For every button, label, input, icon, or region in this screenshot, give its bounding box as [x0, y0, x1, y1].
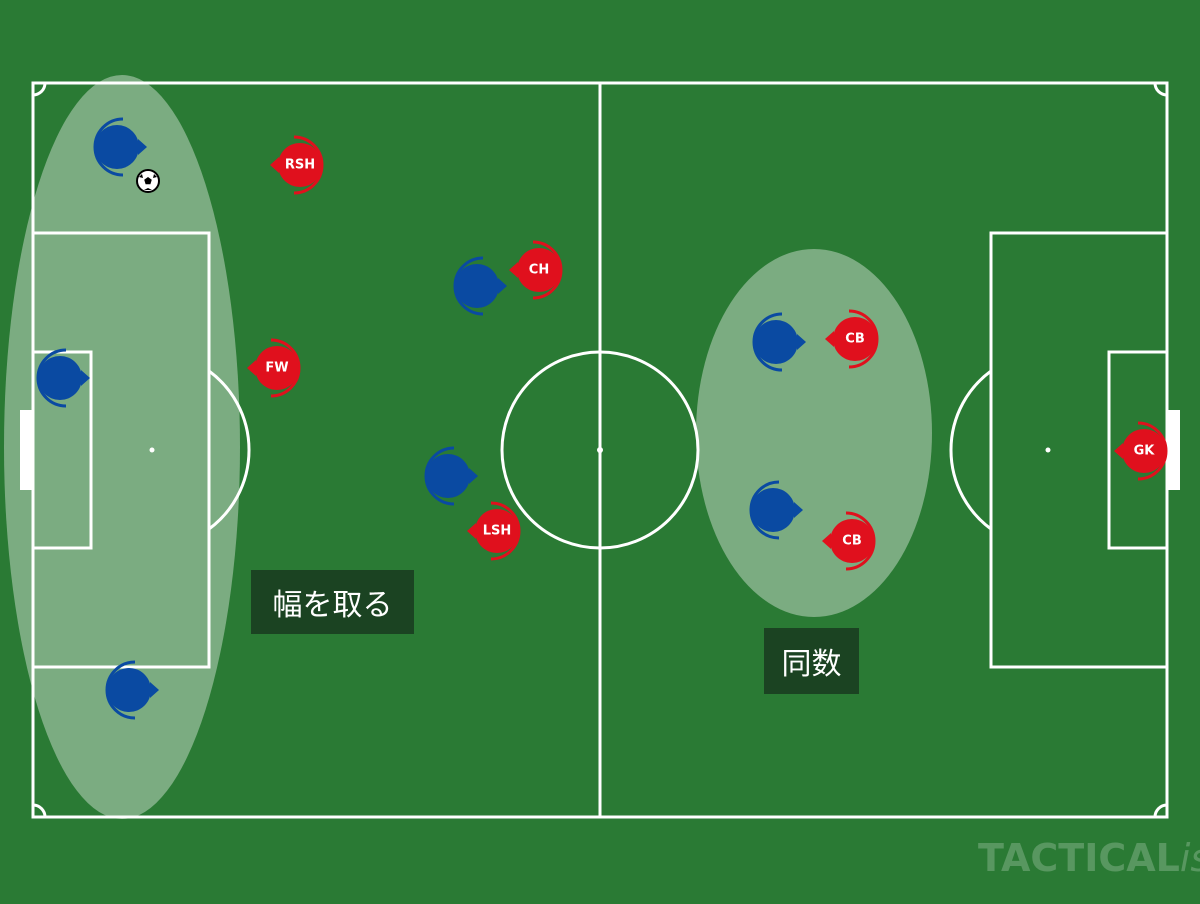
blue-player-b2 — [36, 348, 90, 408]
player-body — [426, 454, 470, 498]
left-penalty-spot — [149, 447, 155, 453]
player-position-label: GK — [1134, 444, 1156, 459]
red-player-gk: GK — [1114, 421, 1168, 481]
direction-arrow-icon — [469, 468, 478, 484]
player-position-label: LSH — [483, 524, 512, 539]
player-body — [278, 143, 322, 187]
corner-arc-bottom-left — [32, 803, 47, 818]
red-team: RSH CH FW LSH CB CB GK — [247, 135, 1168, 571]
blue-player-b4 — [453, 256, 507, 316]
corner-arc-bottom-right — [1153, 803, 1168, 818]
direction-arrow-icon — [822, 533, 831, 549]
player-body — [1122, 429, 1166, 473]
width-label: 幅を取る — [251, 570, 414, 634]
red-player-lsh: LSH — [467, 501, 521, 561]
direction-arrow-icon — [509, 262, 518, 278]
player-body — [455, 264, 499, 308]
direction-arrow-icon — [825, 331, 834, 347]
direction-arrow-icon — [498, 278, 507, 294]
red-player-fw: FW — [247, 338, 301, 398]
red-player-cb1: CB — [825, 309, 879, 369]
player-body — [95, 125, 139, 169]
direction-arrow-icon — [247, 360, 256, 376]
corner-arc-top-left — [32, 82, 47, 97]
player-body — [751, 488, 795, 532]
watermark-suffix: ista — [1179, 836, 1200, 880]
player-position-label: CH — [529, 263, 549, 278]
blue-player-b6 — [752, 312, 806, 372]
blue-player-b7 — [749, 480, 803, 540]
left-penalty-arc — [208, 369, 251, 531]
direction-arrow-icon — [467, 523, 476, 539]
right-goal — [1167, 410, 1180, 490]
player-position-label: RSH — [285, 158, 315, 173]
direction-arrow-icon — [150, 682, 159, 698]
player-position-label: FW — [265, 361, 288, 376]
left-goal — [20, 410, 33, 490]
blue-player-b1 — [93, 117, 147, 177]
watermark-logo: TACTICALista — [978, 836, 1200, 880]
player-position-label: CB — [842, 534, 861, 549]
right-penalty-arc — [949, 369, 992, 531]
corner-arc-top-right — [1153, 82, 1168, 97]
direction-arrow-icon — [138, 139, 147, 155]
equal-numbers-label: 同数 — [764, 628, 859, 694]
direction-arrow-icon — [270, 157, 279, 173]
player-body — [255, 346, 299, 390]
player-body — [475, 509, 519, 553]
direction-arrow-icon — [1114, 443, 1123, 459]
player-body — [517, 248, 561, 292]
red-player-rsh: RSH — [270, 135, 324, 195]
player-body — [833, 317, 877, 361]
red-player-ch: CH — [509, 240, 563, 300]
width-zone-highlight — [4, 75, 240, 819]
center-spot — [597, 447, 603, 453]
soccer-ball-icon — [136, 169, 160, 193]
blue-player-b3 — [105, 660, 159, 720]
watermark-main: TACTICAL — [978, 836, 1180, 880]
player-body — [754, 320, 798, 364]
red-player-cb2: CB — [822, 511, 876, 571]
player-body — [107, 668, 151, 712]
player-body — [830, 519, 874, 563]
blue-team — [36, 117, 806, 720]
right-penalty-spot — [1045, 447, 1051, 453]
player-body — [38, 356, 82, 400]
player-position-label: CB — [845, 332, 864, 347]
center-circle — [500, 350, 700, 550]
direction-arrow-icon — [797, 334, 806, 350]
blue-player-b5 — [424, 446, 478, 506]
direction-arrow-icon — [81, 370, 90, 386]
direction-arrow-icon — [794, 502, 803, 518]
equal-numbers-zone-highlight — [696, 249, 932, 617]
